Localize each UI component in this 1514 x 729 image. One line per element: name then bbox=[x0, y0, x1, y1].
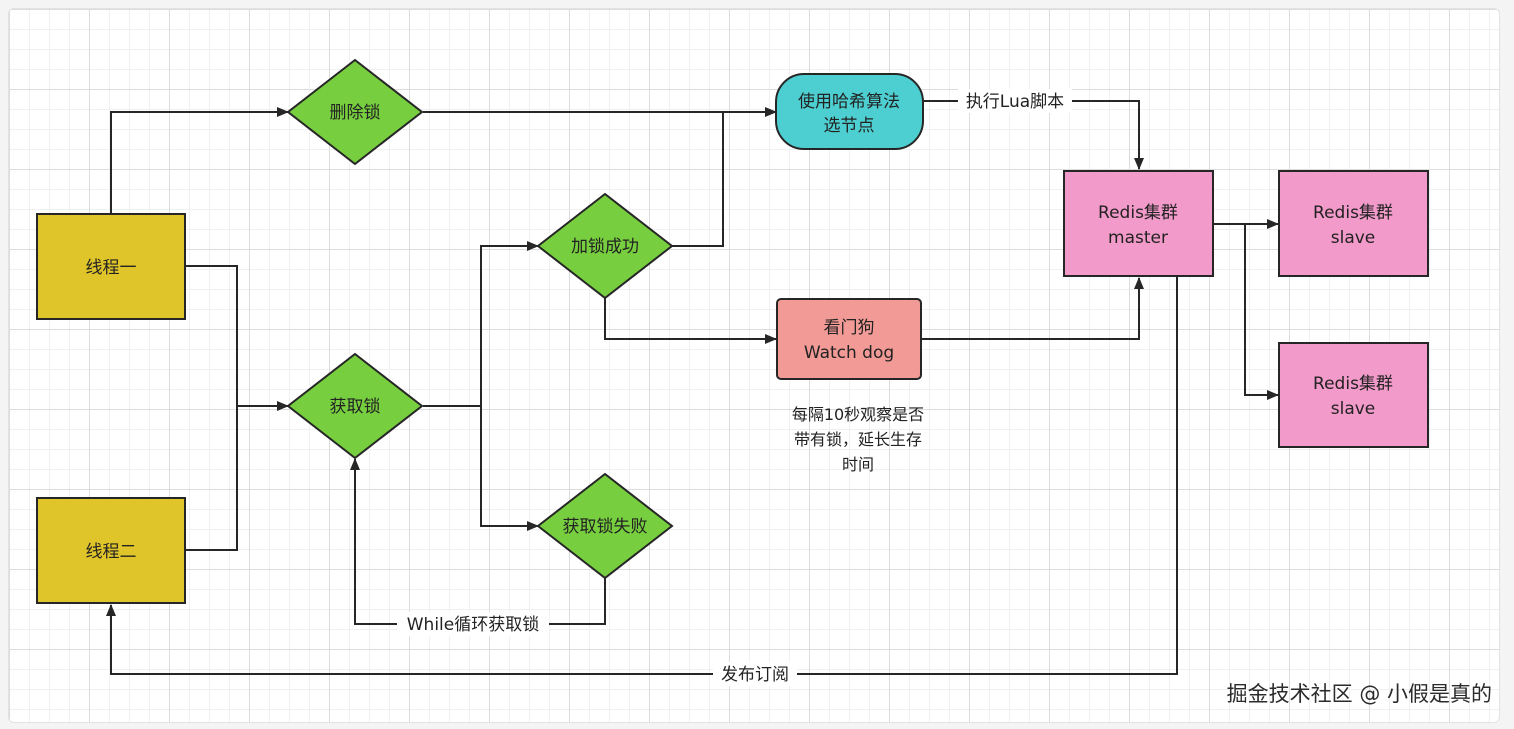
edge-master-to-slave-2 bbox=[1244, 224, 1279, 400]
edge-label-publish-subscribe: 发布订阅 bbox=[713, 662, 797, 686]
watchdog-node: 看门狗 Watch dog bbox=[776, 298, 922, 380]
edge-thread-one-to-acquire-lock bbox=[185, 265, 289, 411]
thread-two-label: 线程二 bbox=[86, 542, 137, 562]
edge-lock-success-to-watchdog bbox=[604, 298, 777, 344]
svg-text:执行Lua脚本: 执行Lua脚本 bbox=[966, 92, 1064, 112]
delete-lock-label: 删除锁 bbox=[330, 103, 381, 123]
lock-success-node: 加锁成功 bbox=[536, 192, 674, 300]
watchdog-note-line3: 时间 bbox=[842, 455, 874, 474]
redis-slave-2-node: Redis集群 slave bbox=[1278, 342, 1429, 448]
redis-master-line2: master bbox=[1108, 228, 1168, 248]
edge-acquire-lock-to-lock-success bbox=[423, 241, 539, 407]
watchdog-note-line1: 每隔10秒观察是否 bbox=[792, 405, 924, 424]
lock-failed-label: 获取锁失败 bbox=[563, 517, 648, 537]
flowchart: 执行Lua脚本 While循环获取锁 发布订阅 线程一 线程二 删除锁 获取锁 bbox=[36, 58, 1492, 706]
nodes: 线程一 线程二 删除锁 获取锁 加锁成功 获取锁失败 使用哈希算 bbox=[36, 58, 1429, 604]
thread-one-node: 线程一 bbox=[36, 213, 186, 320]
thread-two-node: 线程二 bbox=[36, 497, 186, 604]
lock-failed-node: 获取锁失败 bbox=[536, 472, 674, 580]
acquire-lock-node: 获取锁 bbox=[286, 352, 424, 460]
hash-select-line2: 选节点 bbox=[824, 116, 875, 136]
edge-master-publish-subscribe bbox=[106, 277, 1178, 675]
watermark: 掘金技术社区 @ 小假是真的 bbox=[1227, 682, 1492, 706]
delete-lock-node: 删除锁 bbox=[286, 58, 424, 166]
svg-text:发布订阅: 发布订阅 bbox=[721, 665, 789, 685]
edge-label-while-loop: While循环获取锁 bbox=[397, 612, 549, 636]
watchdog-note: 每隔10秒观察是否 带有锁，延长生存 时间 bbox=[792, 405, 924, 474]
watchdog-line2: Watch dog bbox=[804, 343, 894, 363]
edge-acquire-lock-to-lock-failed bbox=[480, 406, 539, 531]
edge-thread-two-to-acquire-lock bbox=[185, 406, 238, 551]
edge-label-exec-lua: 执行Lua脚本 bbox=[958, 89, 1072, 113]
watchdog-line1: 看门狗 bbox=[824, 318, 875, 338]
edge-thread-one-to-delete-lock bbox=[110, 107, 289, 213]
redis-slave-1-line2: slave bbox=[1331, 228, 1376, 248]
hash-select-line1: 使用哈希算法 bbox=[798, 91, 900, 112]
lock-success-label: 加锁成功 bbox=[571, 237, 639, 257]
edge-watchdog-to-master bbox=[921, 277, 1144, 340]
redis-master-node: Redis集群 master bbox=[1063, 170, 1214, 277]
redis-slave-1-line1: Redis集群 bbox=[1313, 203, 1393, 223]
diagram-canvas: 执行Lua脚本 While循环获取锁 发布订阅 线程一 线程二 删除锁 获取锁 bbox=[8, 8, 1500, 723]
watchdog-note-line2: 带有锁，延长生存 bbox=[794, 430, 922, 449]
redis-slave-1-node: Redis集群 slave bbox=[1278, 170, 1429, 277]
thread-one-label: 线程一 bbox=[86, 258, 137, 278]
hash-select-node: 使用哈希算法 选节点 bbox=[775, 73, 924, 150]
svg-text:While循环获取锁: While循环获取锁 bbox=[407, 615, 540, 635]
acquire-lock-label: 获取锁 bbox=[330, 397, 381, 417]
redis-slave-2-line2: slave bbox=[1331, 399, 1376, 419]
redis-master-line1: Redis集群 bbox=[1098, 203, 1178, 223]
edge-lock-success-to-hash-select bbox=[671, 112, 724, 247]
redis-slave-2-line1: Redis集群 bbox=[1313, 374, 1393, 394]
